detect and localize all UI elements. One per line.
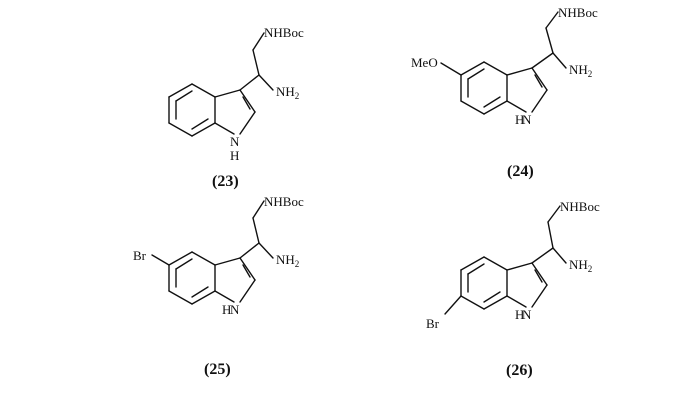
compound-23: NHBoc NH2 N H (23) xyxy=(169,25,304,190)
indole-core-24 xyxy=(441,12,566,114)
amine-label-24: NH2 xyxy=(569,62,592,79)
nhboc-label-26: NHBoc xyxy=(560,199,600,214)
indole-n-label-25: N xyxy=(230,302,240,317)
caption-26: (26) xyxy=(506,362,533,379)
indole-h-label-26: H xyxy=(515,307,524,322)
indole-core-25 xyxy=(152,201,273,304)
caption-25: (25) xyxy=(204,361,231,378)
indole-h-label-24: H xyxy=(515,112,524,127)
nhboc-label-24: NHBoc xyxy=(558,5,598,20)
caption-24: (24) xyxy=(507,163,534,180)
substituent-label-24: MeO xyxy=(411,55,438,70)
nhboc-label-23: NHBoc xyxy=(264,25,304,40)
compound-24: MeO NHBoc NH2 N H (24) xyxy=(411,5,598,180)
compound-26: Br NHBoc NH2 N H (26) xyxy=(426,199,600,379)
indole-core-26 xyxy=(445,206,566,314)
amine-label-25: NH2 xyxy=(276,252,299,269)
indole-h-label-23: H xyxy=(230,148,239,163)
caption-23: (23) xyxy=(212,173,239,190)
indole-h-label-25: H xyxy=(222,302,231,317)
substituent-label-25: Br xyxy=(133,248,147,263)
indole-n-label-23: N xyxy=(230,134,240,149)
indole-core-23 xyxy=(169,33,273,136)
substituent-label-26: Br xyxy=(426,316,440,331)
compound-25: Br NHBoc NH2 N H (25) xyxy=(133,194,304,378)
amine-label-23: NH2 xyxy=(276,84,299,101)
nhboc-label-25: NHBoc xyxy=(264,194,304,209)
amine-label-26: NH2 xyxy=(569,257,592,274)
